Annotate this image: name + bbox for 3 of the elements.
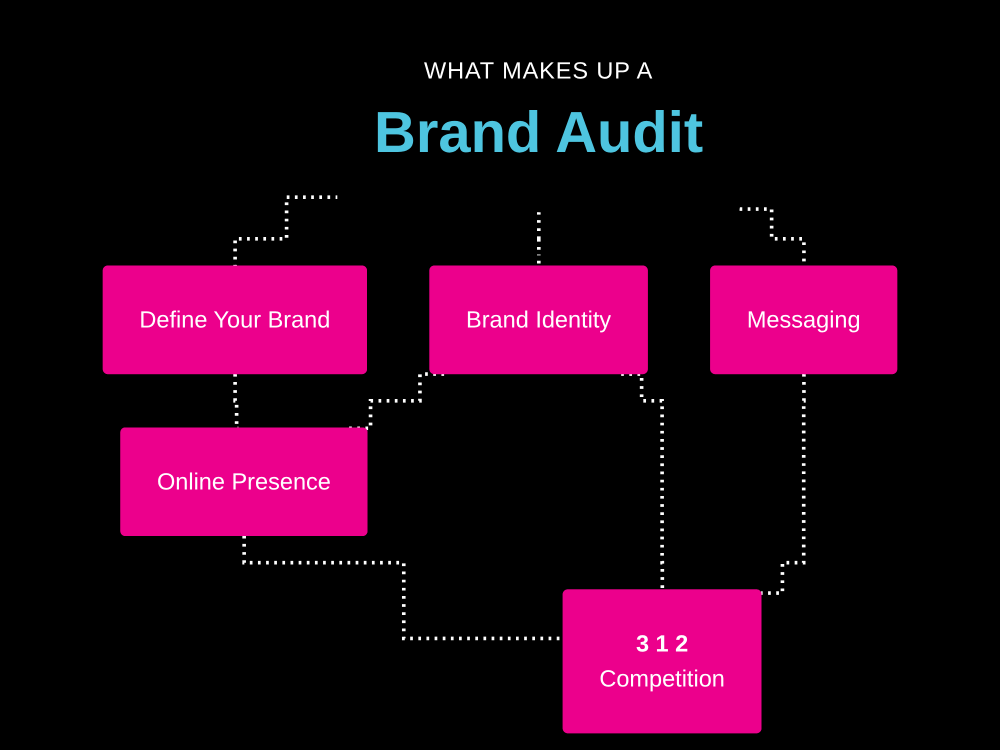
connector (761, 372, 806, 595)
node-text: WHAT MAKES UP A Brand Audit (374, 57, 704, 165)
connector (233, 195, 338, 268)
